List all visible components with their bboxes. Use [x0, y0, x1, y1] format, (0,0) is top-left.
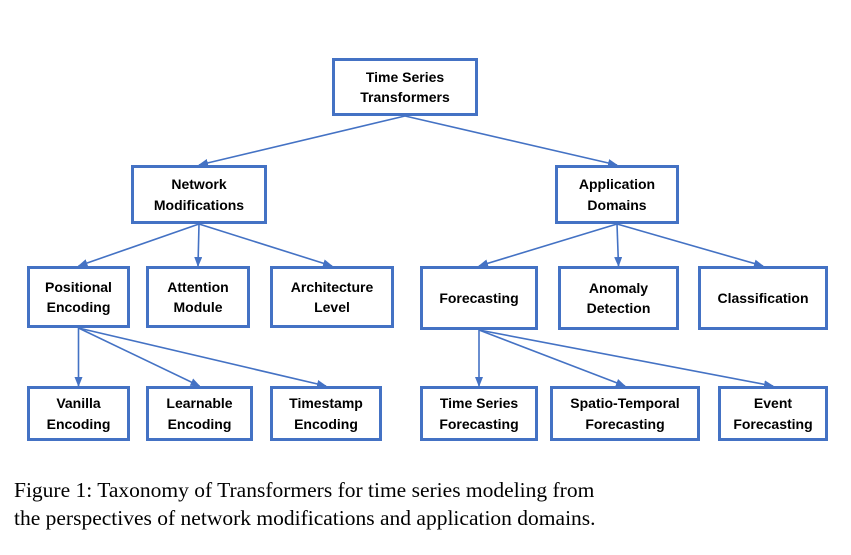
edge-network-modifications-to-architecture-level: [198, 223, 333, 268]
node-anomaly-detection: Anomaly Detection: [558, 266, 679, 330]
node-forecasting: Forecasting: [420, 266, 538, 330]
edge-application-domains-to-anomaly-detection: [614, 223, 623, 267]
figure-caption: Figure 1: Taxonomy of Transformers for t…: [14, 476, 844, 532]
taxonomy-diagram: Time Series Transformers Network Modific…: [27, 58, 828, 441]
edge-network-modifications-to-attention-module: [194, 223, 203, 267]
node-time-series-transformers: Time Series Transformers: [332, 58, 478, 116]
edge-forecasting-to-spatio-temporal-forecasting: [478, 329, 626, 387]
node-learnable-encoding: Learnable Encoding: [146, 386, 253, 441]
node-architecture-level: Architecture Level: [270, 266, 394, 328]
node-time-series-forecasting: Time Series Forecasting: [420, 386, 538, 441]
edge-root-to-application-domains: [404, 115, 618, 167]
node-event-forecasting: Event Forecasting: [718, 386, 828, 441]
edge-positional-encoding-to-timestamp-encoding: [78, 327, 327, 388]
edge-network-modifications-to-positional-encoding: [77, 223, 200, 267]
edge-application-domains-to-classification: [616, 223, 764, 268]
edge-application-domains-to-forecasting: [478, 223, 618, 268]
caption-line-1: Figure 1: Taxonomy of Transformers for t…: [14, 478, 595, 502]
edge-layer: [74, 115, 774, 389]
edge-forecasting-to-event-forecasting: [478, 329, 774, 389]
node-timestamp-encoding: Timestamp Encoding: [270, 386, 382, 441]
edge-positional-encoding-to-learnable-encoding: [78, 327, 201, 387]
node-attention-module: Attention Module: [146, 266, 250, 328]
node-classification: Classification: [698, 266, 828, 330]
caption-line-2: the perspectives of network modification…: [14, 506, 596, 530]
edge-root-to-network-modifications: [198, 115, 406, 167]
node-positional-encoding: Positional Encoding: [27, 266, 130, 328]
node-spatio-temporal-forecasting: Spatio-Temporal Forecasting: [550, 386, 700, 441]
node-application-domains: Application Domains: [555, 165, 679, 224]
node-vanilla-encoding: Vanilla Encoding: [27, 386, 130, 441]
node-network-modifications: Network Modifications: [131, 165, 267, 224]
